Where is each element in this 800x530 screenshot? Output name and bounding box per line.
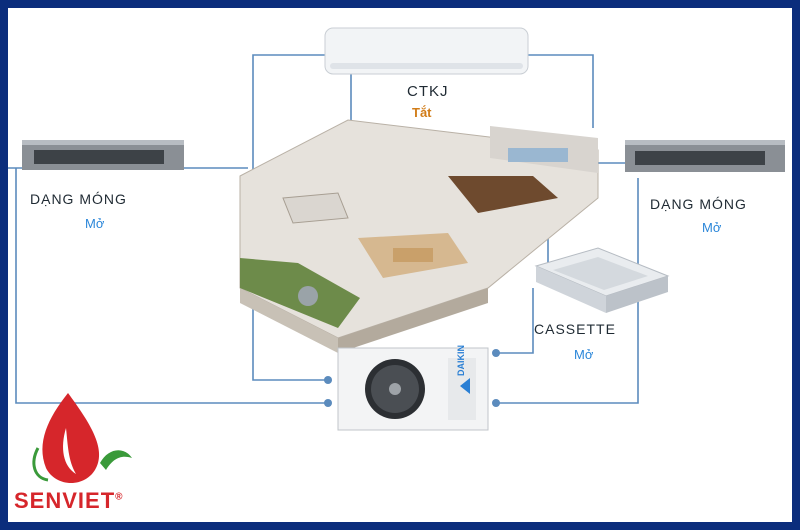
outdoor-brand-mark: DAIKIN: [456, 345, 466, 376]
ctkj-label: CTKJ: [407, 83, 449, 100]
duct-left-status: Mở: [85, 216, 105, 231]
duct-unit-left: [22, 140, 184, 170]
duct-right-label: DẠNG MÓNG: [650, 196, 747, 212]
cassette-label: CASSETTE: [534, 321, 616, 337]
duct-left-label: DẠNG MÓNG: [30, 191, 127, 207]
piping-diagram: [8, 27, 785, 483]
brand-registered-mark: ®: [115, 491, 124, 503]
pipe-left-duct-bottom: [15, 168, 328, 404]
brand-name: SENVIET®: [14, 488, 124, 514]
outdoor-unit: [337, 347, 489, 431]
house-isometric: [239, 119, 599, 353]
ctkj-status: Tắt: [412, 105, 432, 120]
duct-unit-right: [625, 140, 785, 172]
pipe-right-duct-bottom: [496, 178, 639, 404]
duct-right-status: Mở: [702, 220, 722, 235]
senviet-logo: [32, 393, 132, 483]
diagram-panel: CTKJ Tắt DẠNG MÓNG Mở DẠNG MÓNG Mở CASSE…: [8, 8, 792, 522]
cassette-unit: [534, 247, 670, 313]
ctkj-wall-unit: [324, 27, 529, 75]
pipe-cassette: [496, 288, 534, 354]
brand-name-text: SENVIET: [14, 488, 116, 513]
pipe-ctkj-right: [528, 54, 594, 128]
cassette-status: Mở: [574, 347, 594, 362]
